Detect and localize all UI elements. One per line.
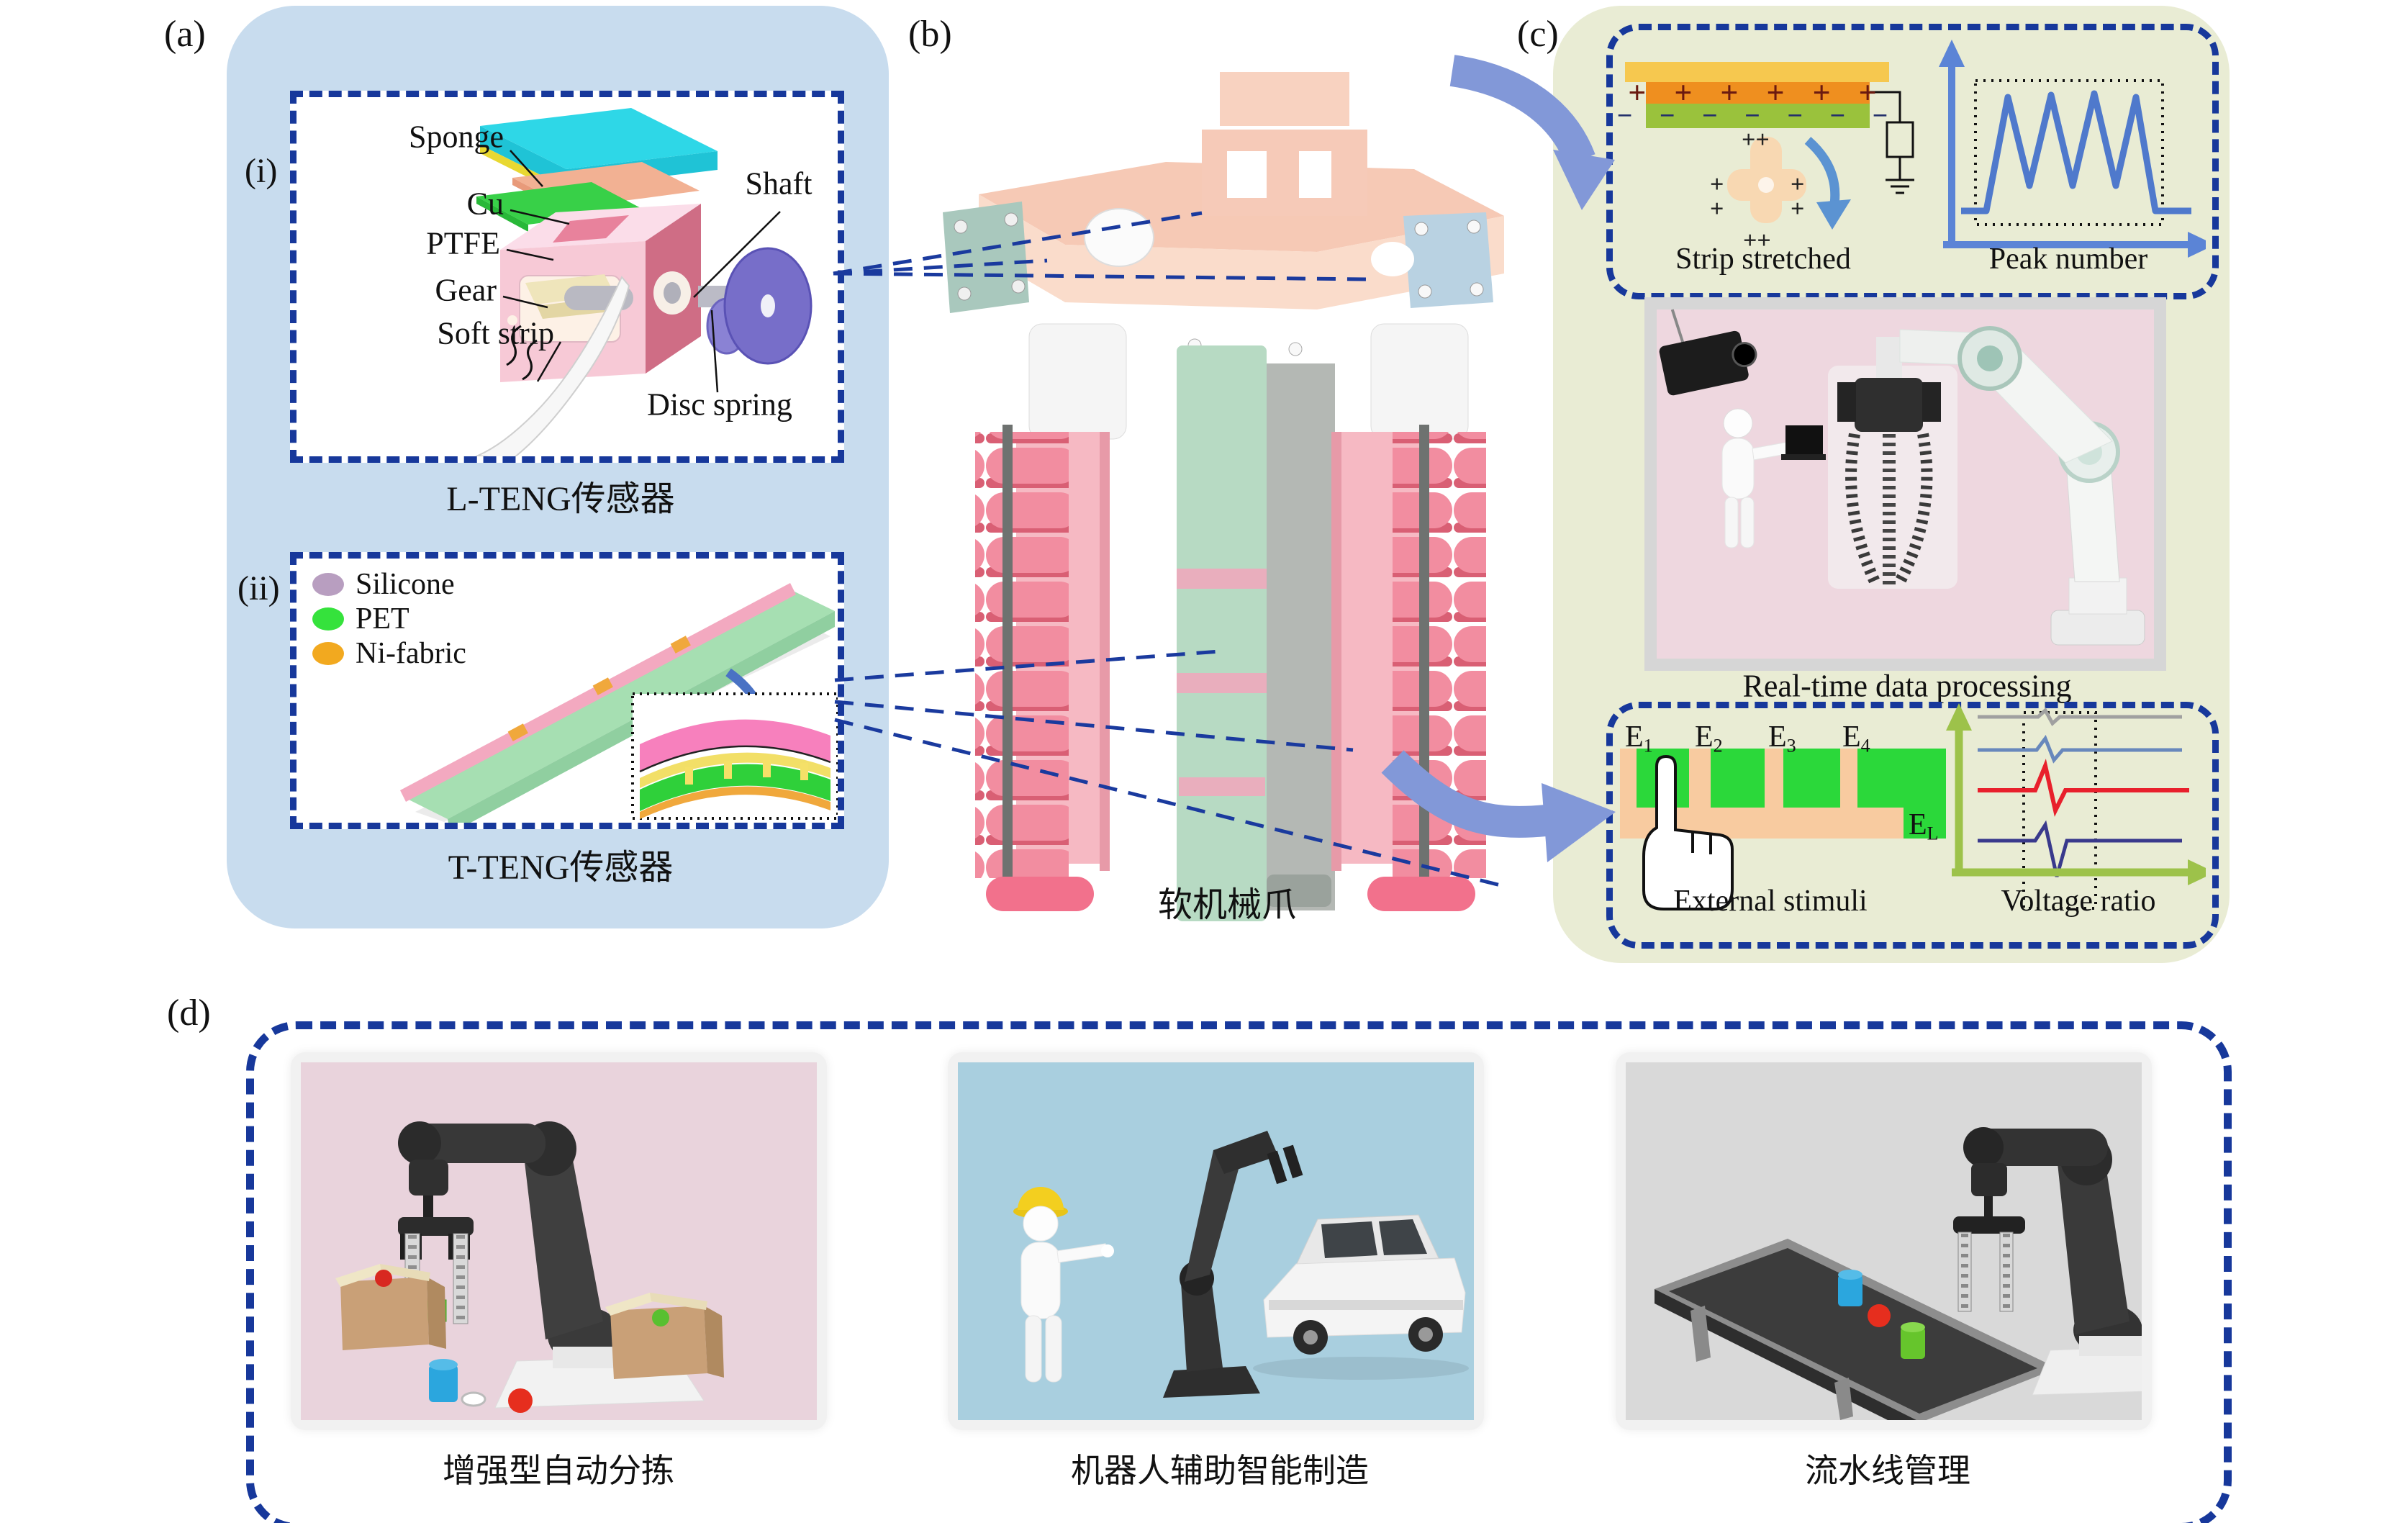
l-teng-diagram xyxy=(475,108,813,456)
electrode-label-e2: E2 xyxy=(1695,720,1723,756)
charge-bottom: ++ xyxy=(1743,227,1771,254)
label-sponge: Sponge xyxy=(409,119,504,155)
charge-right: + + xyxy=(1791,171,1805,222)
operator-figure xyxy=(1721,408,1826,548)
scene-manufacturing-caption: 机器人辅助智能制造 xyxy=(1071,1452,1369,1489)
panel-a-sub-ii-label: (ii) xyxy=(237,569,280,607)
voltage-ratio-plot xyxy=(1946,703,2206,910)
pet-swatch-icon xyxy=(312,607,344,631)
photo-robot-arm xyxy=(1899,326,2145,646)
stretch-peak-diagram xyxy=(1625,40,2206,258)
legend-pet-label: PET xyxy=(356,602,409,636)
peak-number-caption: Peak number xyxy=(1988,243,2148,276)
silicone-swatch-icon xyxy=(312,573,344,596)
gripper-top-plate xyxy=(943,72,1504,356)
t-teng-caption: T-TENG传感器 xyxy=(448,849,674,887)
right-finger-mount xyxy=(1370,323,1469,440)
label-soft-strip: Soft strip xyxy=(437,315,554,351)
label-shaft: Shaft xyxy=(745,166,813,202)
t-teng-box: Silicone PET Ni-fabric xyxy=(290,552,844,829)
conveyor-belt xyxy=(1655,1239,2058,1420)
touch-hand-icon xyxy=(1642,754,1734,910)
scene-manufacturing xyxy=(948,1052,1484,1430)
scene-assembly-line xyxy=(1616,1052,2152,1430)
peak-number-plot xyxy=(1939,40,2206,258)
electrode-label-el: EL xyxy=(1909,808,1939,844)
car-body xyxy=(1253,1214,1469,1380)
legend-silicone: Silicone xyxy=(312,568,455,601)
soft-strip-3d xyxy=(475,276,630,456)
strip-stretched-caption: Strip stretched xyxy=(1675,243,1851,276)
panel-d-border xyxy=(246,1021,2232,1523)
line-robot-arm xyxy=(1953,1127,2142,1396)
label-ptfe: PTFE xyxy=(426,225,500,261)
label-gear: Gear xyxy=(435,272,497,308)
soft-gripper-render xyxy=(943,72,1504,921)
legend-ni-fabric: Ni-fabric xyxy=(312,637,466,670)
scene-manufacturing-art xyxy=(958,1062,1474,1420)
cardboard-box-left xyxy=(335,1264,446,1350)
charge-left: + + xyxy=(1710,171,1724,222)
label-disc-spring: Disc spring xyxy=(647,387,792,422)
teng-layers-schematic xyxy=(1625,62,1889,128)
gripper-caption: 软机械爪 xyxy=(1157,886,1297,924)
right-bellows-finger xyxy=(1331,425,1486,911)
t-teng-inset xyxy=(631,692,838,820)
data-processing-photo xyxy=(1644,297,2166,671)
disc-spring-3d xyxy=(706,247,813,365)
camera-icon xyxy=(1659,309,1757,396)
electrode-label-e1: E1 xyxy=(1625,720,1653,756)
legend-silicone-label: Silicone xyxy=(356,568,455,601)
legend-pet: PET xyxy=(312,602,409,636)
conveyor-objects xyxy=(1838,1270,1925,1359)
l-teng-caption: L-TENG传感器 xyxy=(446,480,675,518)
left-finger-mount xyxy=(1028,323,1127,440)
circuit-load xyxy=(1870,91,1914,194)
manufacturing-robot-arm xyxy=(1163,1131,1303,1398)
data-processing-scene xyxy=(1657,309,2154,659)
stimuli-voltage-diagram xyxy=(1620,703,2206,910)
panel-a-label: (a) xyxy=(164,14,206,55)
external-stimuli-caption: External stimuli xyxy=(1673,885,1868,918)
electrode-label-e4: E4 xyxy=(1842,720,1870,756)
pointer-lines xyxy=(502,150,781,393)
left-bellows-finger xyxy=(975,425,1110,911)
sorting-objects xyxy=(429,1359,533,1413)
scene-sorting-art xyxy=(301,1062,817,1420)
electrode-label-e3: E3 xyxy=(1768,720,1796,756)
panel-b-label: (b) xyxy=(908,14,952,55)
ni-fabric-swatch-icon xyxy=(312,642,344,665)
scene-sorting xyxy=(291,1052,827,1430)
data-processing-caption: Real-time data processing xyxy=(1742,668,2072,704)
minus-charge-row: − − − − − − − xyxy=(1616,101,1898,131)
rotate-arrow-icon xyxy=(1804,137,1851,230)
middle-finger xyxy=(1177,345,1335,921)
voltage-ratio-caption: Voltage ratio xyxy=(2001,885,2156,918)
cardboard-box-right xyxy=(605,1293,724,1379)
label-cu: Cu xyxy=(466,186,504,222)
scene-assembly-line-art xyxy=(1626,1062,2142,1420)
legend-ni-fabric-label: Ni-fabric xyxy=(356,637,466,670)
sorting-robot-arm xyxy=(398,1121,705,1409)
t-teng-diagram xyxy=(400,583,838,823)
scene-sorting-caption: 增强型自动分拣 xyxy=(443,1452,674,1489)
panel-a-sub-i-label: (i) xyxy=(245,152,278,190)
charge-top: ++ xyxy=(1742,127,1770,153)
scene-assembly-line-caption: 流水线管理 xyxy=(1805,1452,1970,1489)
worker-figure xyxy=(1013,1187,1114,1383)
photo-gripper xyxy=(1828,337,1957,589)
panel-d-label: (d) xyxy=(167,993,211,1034)
stretched-strip-icon xyxy=(1727,137,1806,223)
plus-charge-row: + + + + + + xyxy=(1628,75,1887,111)
panel-c-label: (c) xyxy=(1517,14,1559,55)
